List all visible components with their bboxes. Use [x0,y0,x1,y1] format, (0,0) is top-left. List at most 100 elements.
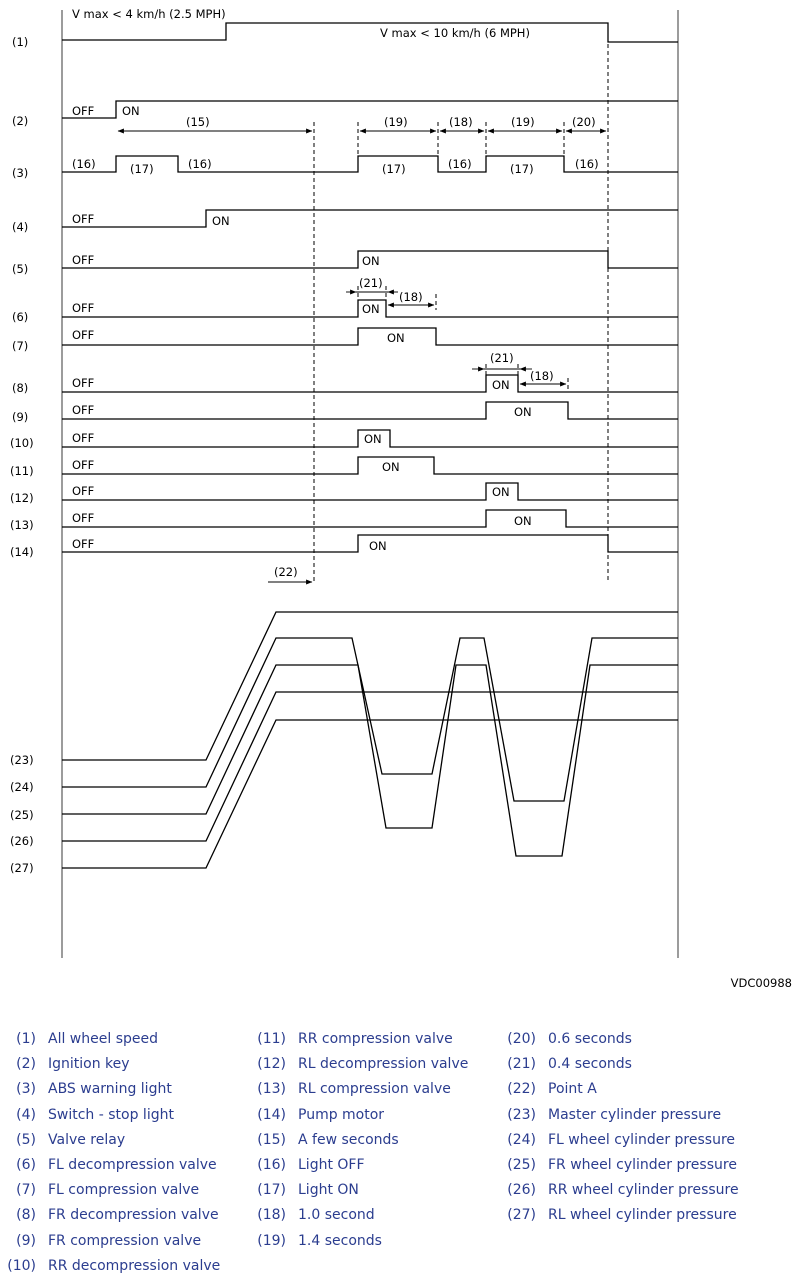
legend-text: RR compression valve [298,1031,453,1047]
dimension-20-label: (20) [572,115,596,129]
legend-text: Switch - stop light [48,1106,174,1123]
legend-number: (2) [16,1056,36,1073]
legend-item: (21)0.4 seconds [500,1055,739,1080]
on-label: ON [362,302,380,316]
row-label: (23) [10,753,34,767]
signal-fr-decompression-valve: OFF ON (21) (18) [62,351,678,393]
legend-text: Light OFF [298,1156,365,1173]
legend-number: (7) [16,1182,36,1199]
off-label: OFF [72,484,94,498]
row-label: (4) [12,220,28,234]
legend-item: (17)Light ON [250,1181,468,1206]
light-off-label: (16) [575,157,599,171]
legend-number: (16) [257,1156,286,1173]
point-a-marker: (22) [268,565,313,585]
legend-item: (26)RR wheel cylinder pressure [500,1181,738,1206]
legend-item: (16) Light OFF [250,1156,468,1181]
legend-text: A few seconds [298,1131,399,1148]
legend-text: RL compression valve [298,1081,451,1098]
legend-text: FL compression valve [48,1182,200,1199]
dimension-19-label-b: (19) [511,115,535,129]
light-off-label: (16) [188,157,212,171]
legend-number: (17) [257,1182,286,1199]
legend-item: (9)FR compression valve [0,1232,220,1257]
row-label: (5) [12,262,28,276]
light-on-label: (17) [130,162,154,176]
on-label: ON [369,539,387,553]
row-label: (6) [12,310,28,324]
on-label: ON [514,405,532,419]
on-label: ON [382,460,400,474]
row-label: (26) [10,834,34,848]
legend-item: (14) Pump motor [250,1106,468,1131]
row-label: (12) [10,491,34,505]
legend-text: FR compression valve [48,1232,202,1249]
legend-text: Master cylinder pressure [548,1106,722,1123]
legend-item: (20)0.6 seconds [500,1030,739,1055]
off-label: OFF [72,403,94,417]
dimension-18-label: (18) [530,369,554,383]
legend-number: (21) [507,1056,536,1073]
signal-abs-warning-light: (16) (17) (16) (17) (16) (17) (16) [62,155,678,176]
legend-number: (6) [16,1156,36,1173]
legend-text: Pump motor [298,1106,385,1123]
legend-item: (22)Point A [500,1080,739,1105]
legend-text: Valve relay [48,1131,126,1148]
legend-item: (24)FL wheel cylinder pressure [500,1131,739,1156]
legend-number: (3) [16,1081,36,1098]
legend-number: (27) [507,1207,536,1224]
off-label: OFF [72,212,94,226]
legend-item: (7) FL compression valve [0,1181,220,1206]
off-label: OFF [72,458,94,472]
legend-number: (22) [507,1081,536,1098]
on-label: ON [387,331,405,345]
legend-number: (20) [507,1031,536,1047]
legend-column: (1)All wheel speed (2)Ignition key (3)AB… [0,1030,220,1282]
light-off-label: (16) [448,157,472,171]
signal-fr-compression-valve: OFF ON [62,401,678,420]
legend-text: FL wheel cylinder pressure [548,1131,736,1148]
signal-rl-decompression-valve: OFF ON [62,482,678,501]
row-labels: (1) (2) (3) (4) (5) (6) (7) (8) (9) (10)… [10,35,34,875]
light-on-label: (17) [382,162,406,176]
figure-code: VDC00988 [730,976,792,990]
legend-number: (14) [257,1106,286,1123]
legend-text: FL decompression valve [48,1156,217,1173]
legend-item: (27) RL wheel cylinder pressure [500,1206,739,1231]
row-label: (7) [12,339,28,353]
legend-text: RL wheel cylinder pressure [548,1207,737,1224]
on-label: ON [212,214,230,228]
legend-item: (5)Valve relay [0,1131,220,1156]
dimension-18-label: (18) [399,290,423,304]
legend-text: All wheel speed [48,1031,158,1047]
legend-item: (12)RL decompression valve [250,1055,468,1080]
light-on-label: (17) [510,162,534,176]
legend-column: (20)0.6 seconds (21)0.4 seconds (22)Poin… [500,1030,739,1232]
dimension-21-label: (21) [359,276,383,290]
legend-number: (18) [257,1207,286,1224]
legend-text: 1.0 second [298,1207,375,1224]
legend-number: (1) [16,1031,36,1047]
legend-number: (11) [257,1031,286,1047]
curve-master-cylinder-pressure [62,611,678,761]
legend-item: (15)A few seconds [250,1131,468,1156]
signal-all-wheel-speed: V max < 4 km/h (2.5 MPH) V max < 10 km/h… [62,7,678,43]
on-label: ON [492,485,510,499]
legend-item: (2)Ignition key [0,1055,220,1080]
off-label: OFF [72,104,94,118]
signal-fl-decompression-valve: OFF ON (21) (18) [62,276,678,318]
off-label: OFF [72,301,94,315]
off-label: OFF [72,537,94,551]
legend-text: 1.4 seconds [298,1232,382,1249]
row-label: (14) [10,545,34,559]
row-label: (2) [12,114,28,128]
legend-number: (4) [16,1106,36,1123]
legend-number: (13) [257,1081,286,1098]
dimension-18-label: (18) [449,115,473,129]
legend-number: (12) [257,1056,286,1073]
legend-number: (23) [507,1106,536,1123]
legend-number: (26) [507,1182,536,1199]
light-off-label: (16) [72,157,96,171]
legend-item: (19)1.4 seconds [250,1232,468,1257]
curve-fl-wheel-cylinder-pressure [62,637,678,802]
